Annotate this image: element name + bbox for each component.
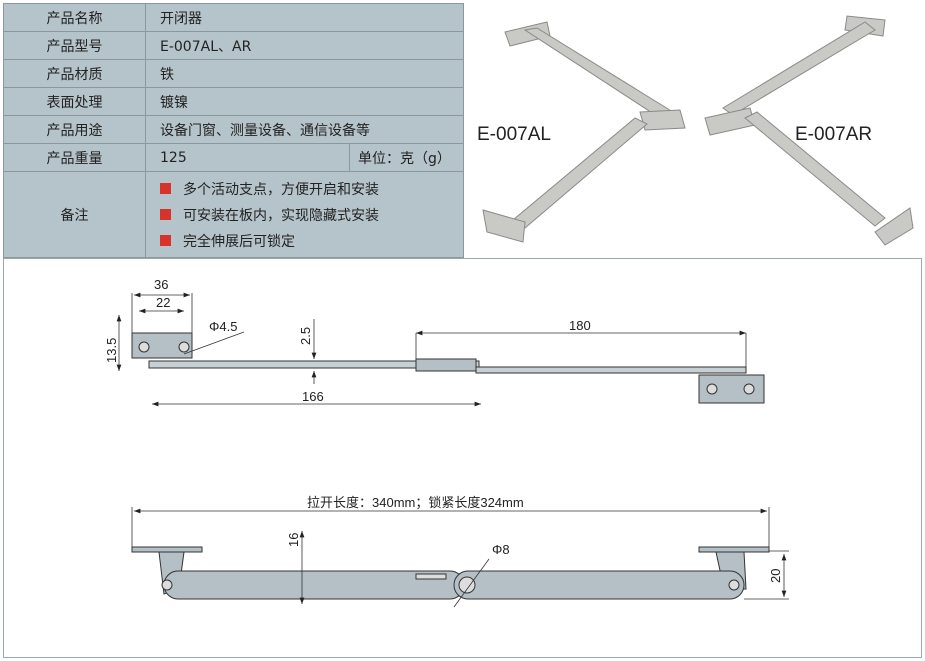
bullet-square-icon [160,183,171,194]
spec-value: 设备门窗、测量设备、通信设备等 [145,115,464,144]
top-view [131,332,765,404]
spec-value: 开闭器 [145,3,464,32]
bullet-square-icon [160,209,171,220]
note-item: 可安装在板内，实现隐藏式安装 [160,202,463,228]
spec-label: 备注 [3,171,146,258]
technical-drawing: 36 22 Φ4.5 13.5 2.5 166 180 拉开长度：340mm；锁… [3,258,922,658]
right-arm-lower [744,111,886,227]
dim-2-5: 2.5 [298,327,313,345]
left-arm-upper [523,27,674,121]
spec-label: 产品型号 [3,31,146,60]
left-pivot-plate [639,109,686,131]
extended-length-label: 拉开长度：340mm；锁紧长度324mm [307,495,524,511]
spec-label: 产品名称 [3,3,146,32]
dim-16: 16 [286,533,301,547]
note-item: 完全伸展后可锁定 [160,228,463,254]
spec-value: 125 [145,143,350,172]
spec-label: 表面处理 [3,87,146,116]
spec-value: E-007AL、AR [145,31,464,60]
product-photo-illustration: E-007AL E-007AR [477,15,914,246]
side-view [131,546,770,600]
spec-unit: 单位：克（g） [349,143,464,172]
notes-list: 多个活动支点，方便开启和安装 可安装在板内，实现隐藏式安装 完全伸展后可锁定 [145,171,464,258]
dim-166: 166 [302,389,324,404]
left-arm-lower [512,117,648,229]
dim-20: 20 [768,569,783,583]
spec-row-name: 产品名称开闭器 [3,3,464,32]
spec-label: 产品材质 [3,59,146,88]
spec-row-usage: 产品用途设备门窗、测量设备、通信设备等 [3,115,464,144]
left-bracket-bottom [482,209,526,243]
spec-value: 铁 [145,59,464,88]
dim-13-5: 13.5 [104,338,119,363]
dim-pivot: Φ8 [492,542,510,557]
right-bracket-bottom [874,207,914,246]
spec-label: 产品用途 [3,115,146,144]
right-pivot-plate [704,107,756,136]
dim-hole: Φ4.5 [209,319,237,334]
right-arm-upper [722,21,876,116]
product-photo: E-007AL E-007AR [465,0,925,258]
spec-row-material: 产品材质铁 [3,59,464,88]
dim-180: 180 [569,318,591,333]
bullet-square-icon [160,235,171,246]
spec-row-finish: 表面处理镀镍 [3,87,464,116]
dimension-drawing: 36 22 Φ4.5 13.5 2.5 166 180 拉开长度：340mm；锁… [104,277,789,608]
note-item: 多个活动支点，方便开启和安装 [160,176,463,202]
spec-value: 镀镍 [145,87,464,116]
dim-22: 22 [156,295,170,310]
dim-36: 36 [154,277,168,292]
left-model-label: E-007AL [477,124,551,145]
spec-label: 产品重量 [3,143,146,172]
right-model-label: E-007AR [795,124,872,145]
spec-row-notes: 备注 多个活动支点，方便开启和安装 可安装在板内，实现隐藏式安装 完全伸展后可锁… [3,171,464,258]
